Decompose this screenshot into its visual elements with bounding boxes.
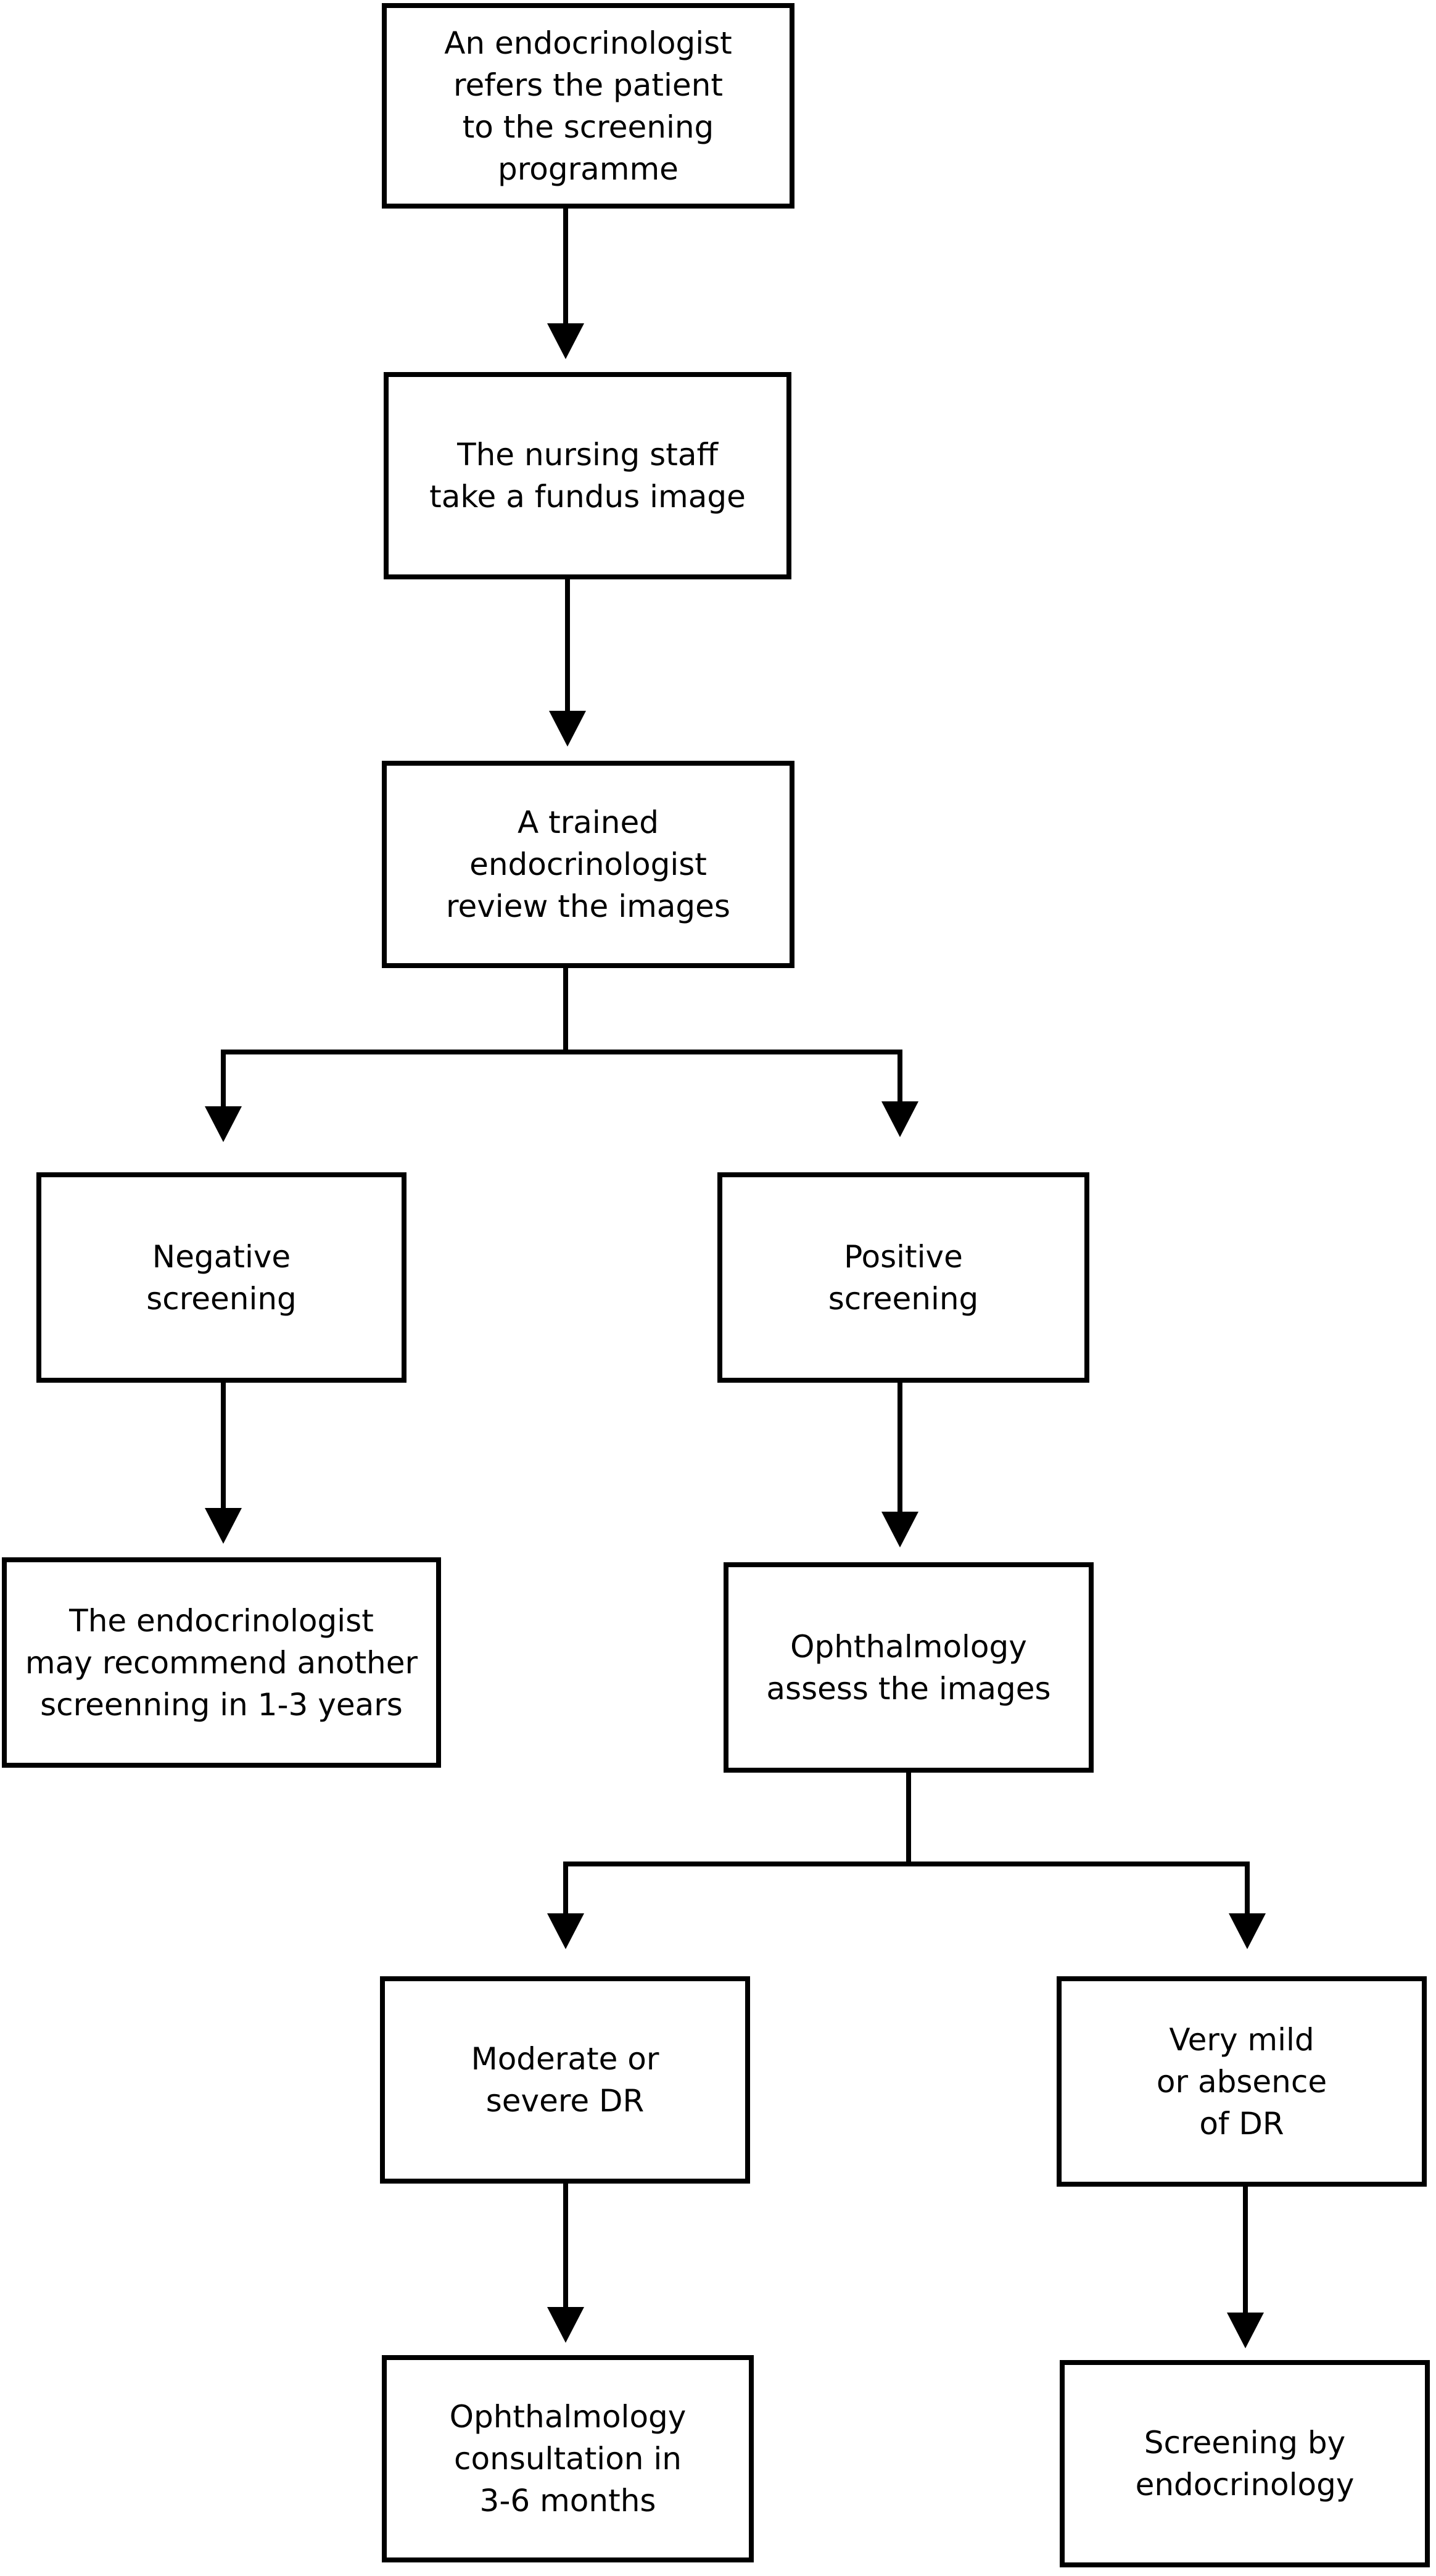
node-referral: An endocrinologist refers the patient to… [382, 3, 794, 209]
edge-positive-to-assess-arrowhead [881, 1512, 918, 1547]
edge-negative-to-rescreen-arrowhead [205, 1508, 242, 1544]
node-fundus-image: The nursing staff take a fundus image [384, 372, 791, 579]
node-endocrinology-screening: Screening by endocrinology [1060, 2360, 1430, 2567]
node-ophthalmology-consultation-label: Ophthalmology consultation in 3-6 months [449, 2399, 687, 2519]
node-ophthalmology-assess-label: Ophthalmology assess the images [766, 1628, 1051, 1707]
node-ophthalmology-assess: Ophthalmology assess the images [724, 1562, 1094, 1773]
edge-fundus-to-review-arrowhead [549, 711, 586, 747]
node-negative-screening-label: Negative screening [146, 1238, 297, 1317]
edge-assess-to-moderate-arrowhead [547, 1913, 584, 1949]
node-rescreen: The endocrinologist may recommend anothe… [2, 1557, 441, 1768]
edge-referral-to-fundus-arrowhead [547, 323, 584, 359]
node-very-mild-dr: Very mild or absence of DR [1057, 1976, 1427, 2187]
node-very-mild-dr-label: Very mild or absence of DR [1156, 2021, 1327, 2142]
edge-review-to-positive-arrowhead [881, 1101, 918, 1137]
edge-moderate-to-consult-arrowhead [547, 2307, 584, 2343]
edge-review-to-negative-arrowhead [205, 1106, 242, 1142]
node-rescreen-label: The endocrinologist may recommend anothe… [25, 1602, 418, 1723]
node-positive-screening-label: Positive screening [828, 1238, 979, 1317]
node-review-label: A trained endocrinologist review the ima… [446, 805, 730, 924]
node-review: A trained endocrinologist review the ima… [382, 761, 794, 968]
node-moderate-severe-dr: Moderate or severe DR [380, 1976, 750, 2184]
node-fundus-image-label: The nursing staff take a fundus image [429, 437, 746, 515]
node-moderate-severe-dr-label: Moderate or severe DR [471, 2041, 659, 2119]
node-ophthalmology-consultation: Ophthalmology consultation in 3-6 months [382, 2355, 754, 2562]
node-referral-label: An endocrinologist refers the patient to… [444, 25, 732, 187]
edge-assess-to-mild-arrowhead [1229, 1913, 1266, 1949]
edge-mild-to-screening-arrowhead [1227, 2313, 1264, 2348]
node-positive-screening: Positive screening [717, 1172, 1089, 1383]
node-endocrinology-screening-label: Screening by endocrinology [1135, 2425, 1355, 2503]
node-negative-screening: Negative screening [36, 1172, 406, 1383]
